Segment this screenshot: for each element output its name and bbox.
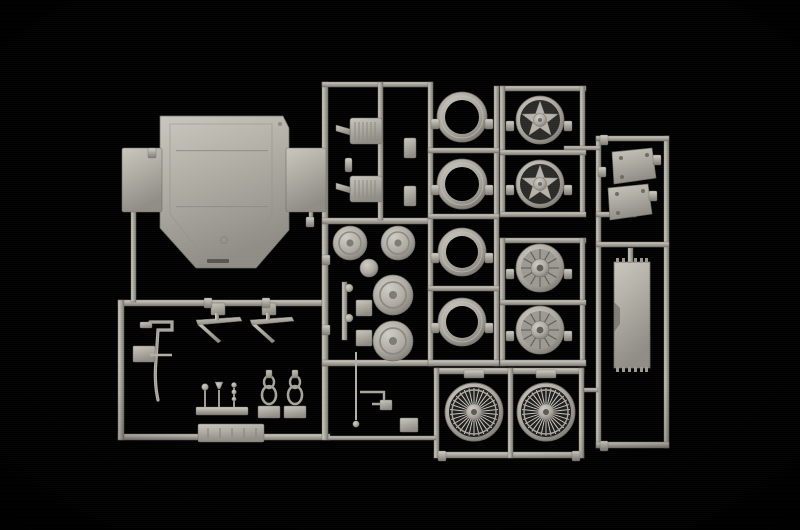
windscreen-wiper-group: [195, 302, 295, 344]
small-detail-parts-group: [195, 369, 307, 443]
chassis-floor-pan: [121, 115, 327, 269]
door-handle-part: [257, 369, 281, 419]
side-mirror-group: [335, 117, 417, 207]
exhaust-pipe-part: [132, 320, 174, 402]
mud-flap-group: [597, 147, 662, 221]
door-handle-part: [283, 369, 307, 419]
fuel-tank: [613, 247, 651, 372]
detailed-hub-wheel-group: [505, 243, 573, 355]
